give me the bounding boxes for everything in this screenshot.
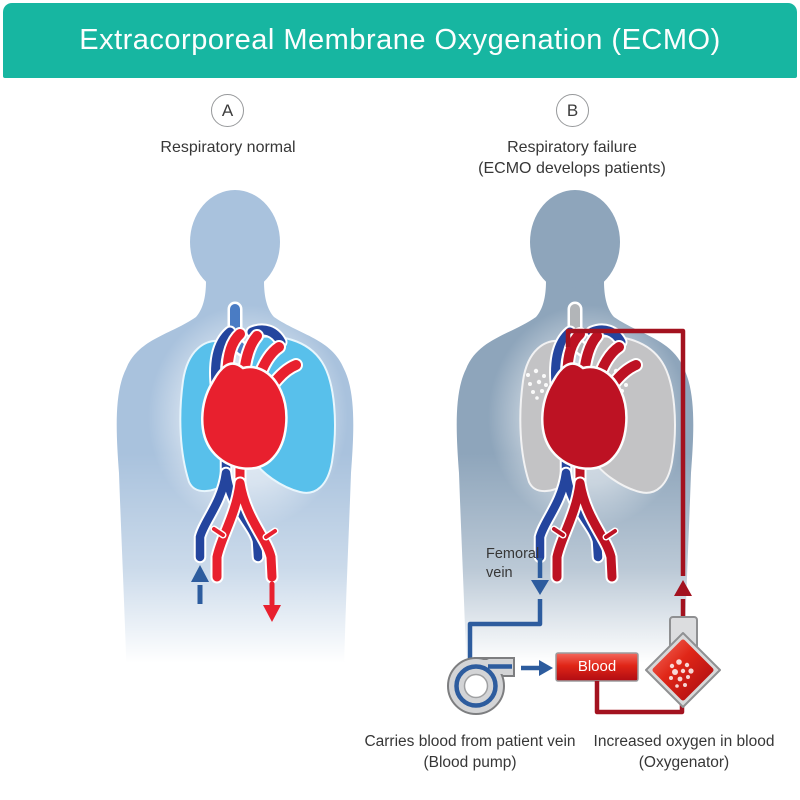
oxygenator-icon: [645, 616, 721, 708]
arterial-out-arrow: [263, 581, 281, 622]
panel-b-caption-line1: Respiratory failure: [507, 139, 637, 156]
heart-icon-a: [201, 323, 303, 470]
femoral-drain-line: [467, 558, 549, 661]
ecmo-circuit: [447, 328, 721, 715]
flow-down-arrow: [531, 580, 549, 595]
title-bar: Extracorporeal Membrane Oxygenation (ECM…: [3, 3, 797, 78]
blood-box-label: Blood: [577, 658, 617, 675]
blood-to-oxygenator-line: [594, 681, 685, 715]
flow-up-arrow: [674, 580, 692, 596]
oxygenator-caption: Increased oxygen in blood (Oxygenator): [562, 731, 800, 773]
oxygenator-caption-line1: Increased oxygen in blood: [593, 733, 775, 750]
femoral-vein-label: Femoral vein: [486, 546, 540, 581]
figure-b: [456, 190, 694, 667]
panel-a-caption: Respiratory normal: [160, 139, 296, 156]
pump-caption-line1: Carries blood from patient vein: [364, 733, 576, 750]
pump-caption: Carries blood from patient vein (Blood p…: [348, 731, 592, 773]
blood-pump-icon: [447, 657, 515, 715]
venous-in-arrow: [191, 565, 209, 604]
oxygenator-caption-line2: (Oxygenator): [638, 754, 730, 771]
pump-to-blood-arrow: [521, 660, 553, 676]
oxygen-bubbles: [669, 659, 694, 688]
panel-b-badge: B: [556, 94, 589, 127]
page-title: Extracorporeal Membrane Oxygenation (ECM…: [79, 24, 721, 56]
figure-a: [116, 190, 354, 667]
panel-b-caption: Respiratory failure (ECMO develops patie…: [452, 137, 692, 179]
panel-a-badge: A: [211, 94, 244, 127]
panel-b-caption-line2: (ECMO develops patients): [478, 160, 666, 177]
pump-caption-line2: (Blood pump): [423, 754, 517, 771]
